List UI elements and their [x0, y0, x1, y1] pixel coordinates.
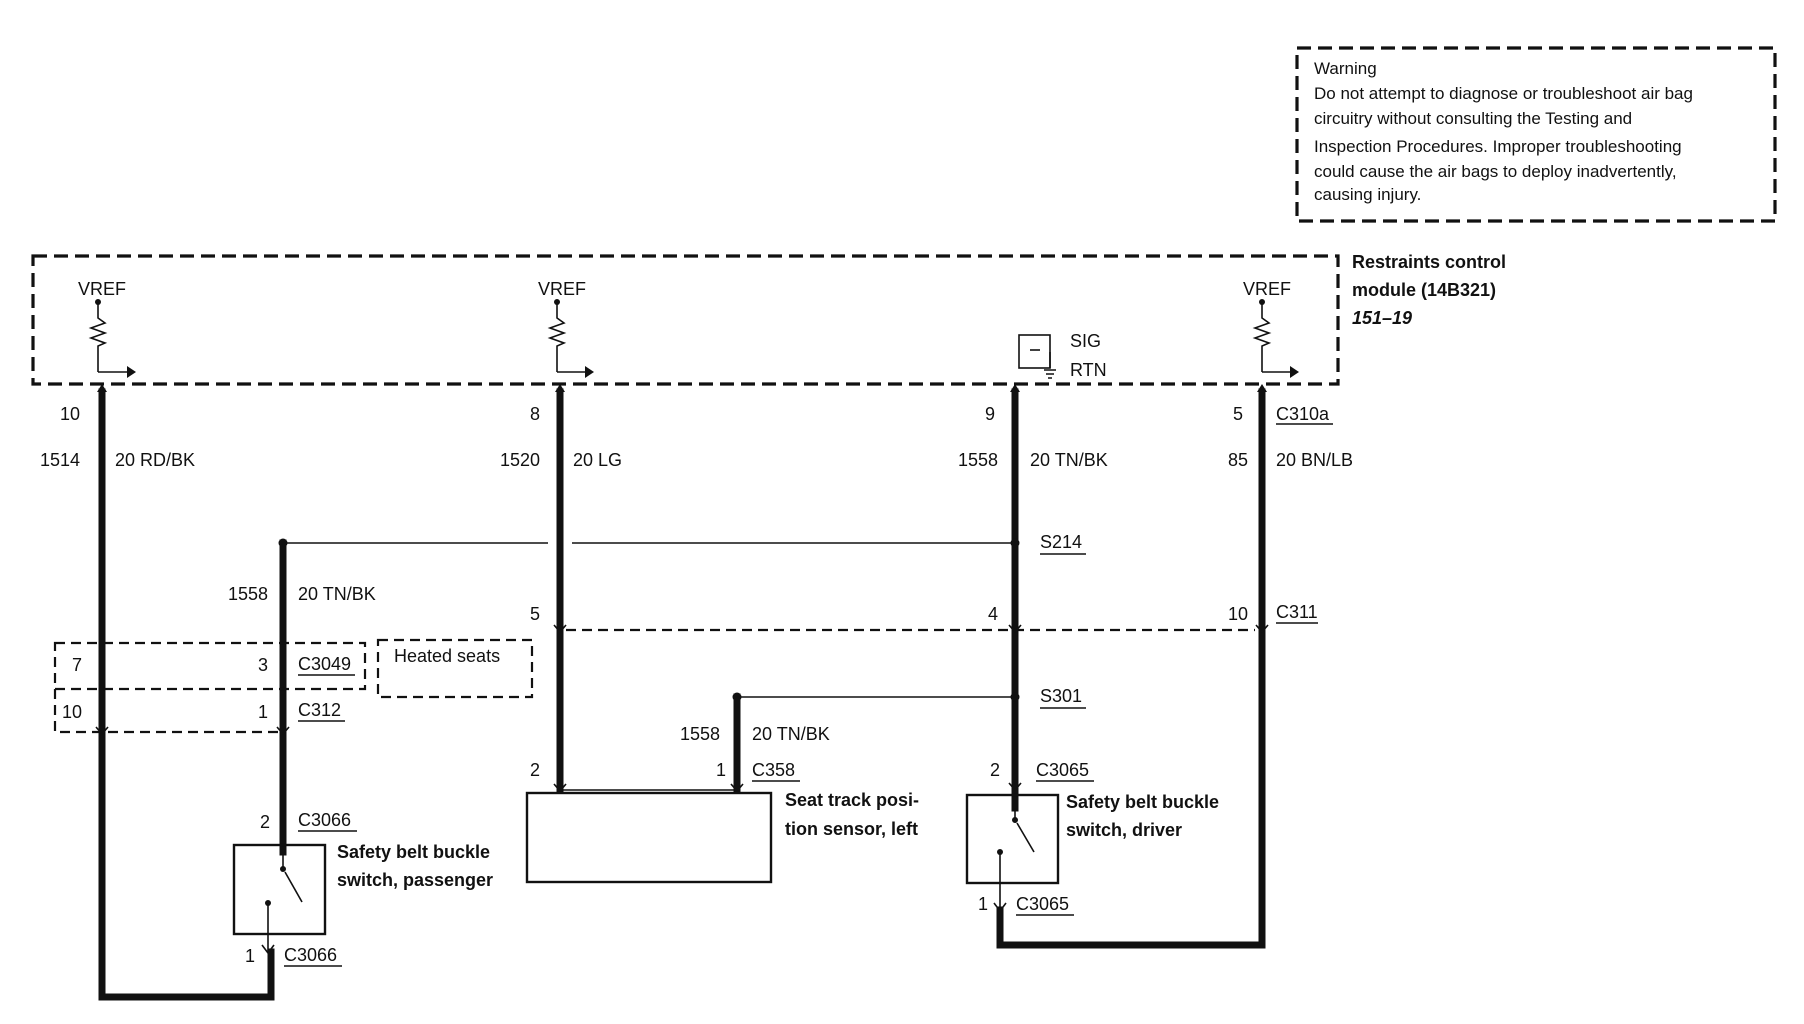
- c3065-top-name: C3065: [1036, 760, 1089, 780]
- module-border: [31, 254, 1340, 386]
- passenger-switch-label-1: Safety belt buckle: [337, 842, 490, 862]
- circuit-color-c1: 20 RD/BK: [115, 450, 195, 470]
- c3066-bottom-name: C3066: [284, 945, 337, 965]
- warning-line-3: circuitry without consulting the Testing…: [1314, 109, 1632, 128]
- branch-number-seat: 1558: [680, 724, 720, 744]
- connector-c312: 10 1 C312: [53, 689, 345, 736]
- c311-pin-1: 5: [530, 604, 540, 624]
- c358-pin-2: 1: [716, 760, 726, 780]
- c312-pin-1: 10: [62, 702, 82, 722]
- c311-pin-2: 4: [988, 604, 998, 624]
- wire-1520: 8 1520 20 LG: [500, 384, 622, 793]
- passenger-switch-box: [232, 843, 327, 936]
- rtn-label: RTN: [1070, 360, 1107, 380]
- sig-label: SIG: [1070, 331, 1101, 351]
- c3049-pin-1: 7: [72, 655, 82, 675]
- warning-box: Warning Do not attempt to diagnose or tr…: [1295, 46, 1777, 223]
- module-name-line-2: module (14B321): [1352, 280, 1496, 300]
- c312-name: C312: [298, 700, 341, 720]
- splice-label-s214: S214: [1040, 532, 1082, 552]
- branch-color-seat: 20 TN/BK: [752, 724, 830, 744]
- warning-border: [1295, 46, 1777, 223]
- connector-c311: 5 4 10 C311: [530, 602, 1318, 634]
- circuit-number-c4: 85: [1228, 450, 1248, 470]
- driver-switch: 2 C3065 1 C3065 Safety belt buckle switc…: [965, 760, 1219, 916]
- c358-pin-1: 2: [530, 760, 540, 780]
- connector-c3049: 7 3 C3049 Heated seats: [53, 638, 534, 699]
- c3066-top-name: C3066: [298, 810, 351, 830]
- vref-resistor-3: VREF: [1243, 279, 1299, 378]
- wire-1558-driver: 9 1558 20 TN/BK: [958, 384, 1108, 812]
- branch-color-passenger: 20 TN/BK: [298, 584, 376, 604]
- circuit-color-c2: 20 LG: [573, 450, 622, 470]
- seat-track-sensor: 2 1 C358 Seat track posi- tion sensor, l…: [525, 760, 919, 884]
- module-ref: 151–19: [1352, 308, 1412, 328]
- module-name-line-1: Restraints control: [1352, 252, 1506, 272]
- pin-c2: 8: [530, 404, 540, 424]
- heated-seats-box: [376, 638, 534, 699]
- c3066-top-pin: 2: [260, 812, 270, 832]
- splice-label-s301: S301: [1040, 686, 1082, 706]
- pin-c4: 5: [1233, 404, 1243, 424]
- pin-c3: 9: [985, 404, 995, 424]
- circuit-color-c4: 20 BN/LB: [1276, 450, 1353, 470]
- passenger-switch: 2 C3066 1 C3066 Safety belt buckle switc…: [232, 810, 493, 967]
- restraints-control-module: Restraints control module (14B321) 151–1…: [31, 252, 1506, 386]
- warning-line-2: Do not attempt to diagnose or troublesho…: [1314, 84, 1693, 103]
- pin-c1: 10: [60, 404, 80, 424]
- seat-sensor-box: [525, 791, 773, 884]
- splice-s301: S301: [732, 686, 1086, 709]
- driver-switch-label-2: switch, driver: [1066, 820, 1182, 840]
- warning-line-6: causing injury.: [1314, 185, 1421, 204]
- c3066-bottom-pin: 1: [245, 946, 255, 966]
- warning-line-1: Warning: [1314, 59, 1377, 78]
- wire-1558-seat: 1558 20 TN/BK: [680, 693, 830, 793]
- c3065-bottom-name: C3065: [1016, 894, 1069, 914]
- vref-resistor-2: VREF: [538, 279, 594, 378]
- vref-label-3: VREF: [1243, 279, 1291, 299]
- seat-sensor-label-2: tion sensor, left: [785, 819, 918, 839]
- c3049-name: C3049: [298, 654, 351, 674]
- circuit-number-c2: 1520: [500, 450, 540, 470]
- sig-rtn-circuit: SIG RTN: [1018, 331, 1107, 380]
- connector-c310a: C310a: [1276, 404, 1330, 424]
- wire-1558-passenger: 1558 20 TN/BK: [228, 539, 376, 856]
- c311-name: C311: [1276, 602, 1318, 622]
- c3049-pin-2: 3: [258, 655, 268, 675]
- wire-85: 5 C310a 85 20 BN/LB: [996, 384, 1353, 949]
- passenger-switch-label-2: switch, passenger: [337, 870, 493, 890]
- c312-pin-2: 1: [258, 702, 268, 722]
- heated-seats-label: Heated seats: [394, 646, 500, 666]
- driver-switch-box: [965, 793, 1060, 885]
- c358-name: C358: [752, 760, 795, 780]
- vref-label-1: VREF: [78, 279, 126, 299]
- warning-line-4: Inspection Procedures. Improper troubles…: [1314, 137, 1682, 156]
- branch-number-passenger: 1558: [228, 584, 268, 604]
- sig-rtn-symbol: [1018, 334, 1051, 369]
- driver-switch-label-1: Safety belt buckle: [1066, 792, 1219, 812]
- c3049-border: [53, 641, 367, 691]
- c3065-top-pin: 2: [990, 760, 1000, 780]
- splice-s214: S214: [278, 532, 1086, 555]
- circuit-color-c3: 20 TN/BK: [1030, 450, 1108, 470]
- c311-pin-3: 10: [1228, 604, 1248, 624]
- seat-sensor-label-1: Seat track posi-: [785, 790, 919, 810]
- circuit-number-c1: 1514: [40, 450, 80, 470]
- c3065-bottom-pin: 1: [978, 894, 988, 914]
- wire-1514: 10 1514 20 RD/BK: [40, 384, 275, 1001]
- vref-label-2: VREF: [538, 279, 586, 299]
- circuit-number-c3: 1558: [958, 450, 998, 470]
- vref-resistor-1: VREF: [78, 279, 136, 378]
- warning-line-5: could cause the air bags to deploy inadv…: [1314, 162, 1677, 181]
